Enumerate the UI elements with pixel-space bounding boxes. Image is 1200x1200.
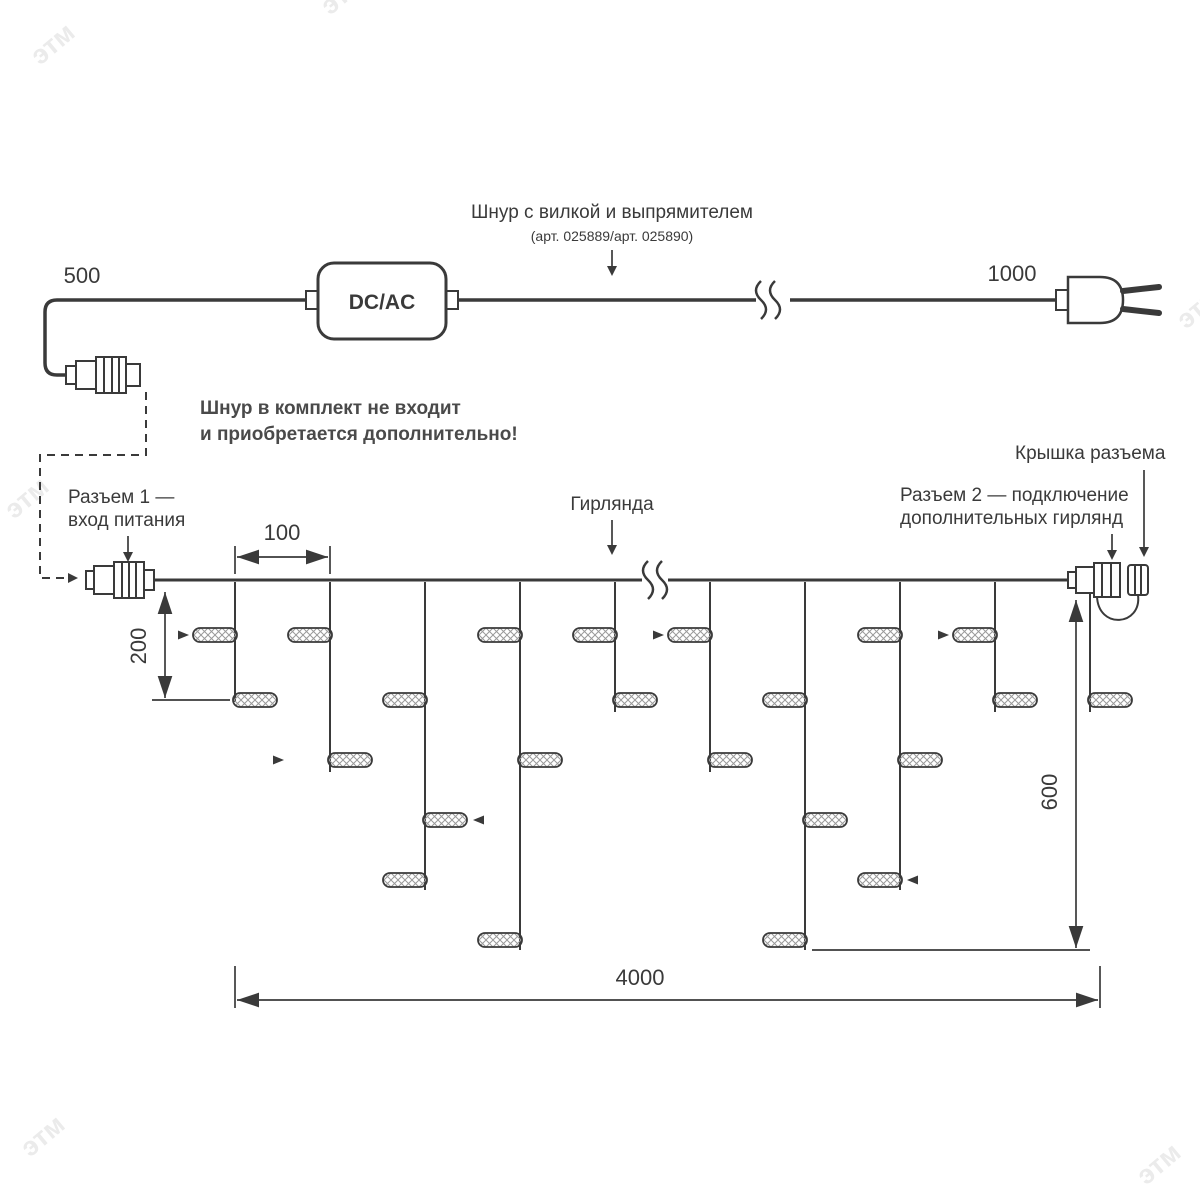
watermark: этм <box>1171 281 1200 335</box>
led-bulb <box>477 932 523 948</box>
note-line1: Шнур в комплект не входит <box>200 398 461 419</box>
watermark: этм <box>315 0 371 21</box>
led-bulb <box>762 932 808 948</box>
dim-100: 100 <box>234 520 331 574</box>
power-cord-assembly: Шнур с вилкой и выпрямителем (арт. 02588… <box>39 202 1162 583</box>
dim-4000: 4000 <box>234 965 1101 1008</box>
dim-500-label: 500 <box>64 263 101 288</box>
callouts: Разъем 1 — вход питания Гирлянда Крышка … <box>68 443 1166 562</box>
not-included-dashed-path <box>39 392 147 579</box>
dim-100-label: 100 <box>264 520 301 545</box>
led-bulb <box>517 752 563 768</box>
connector-1 <box>85 561 155 599</box>
led-bulb <box>897 752 943 768</box>
led-bulbs <box>192 627 1133 948</box>
led-bulb <box>192 627 238 643</box>
dashed-arrowhead-icon <box>68 573 78 583</box>
connector-cap <box>1096 564 1149 621</box>
dcac-label: DC/AC <box>349 291 416 314</box>
led-bulb <box>232 692 278 708</box>
watermark: этм <box>15 1109 71 1163</box>
wire-break <box>641 560 669 600</box>
dim-200-label: 200 <box>126 628 151 665</box>
led-bulb <box>327 752 373 768</box>
cap-leash <box>1096 594 1140 621</box>
led-bulb <box>612 692 658 708</box>
led-bulb <box>382 872 428 888</box>
cable-left <box>43 298 318 377</box>
led-bulb <box>857 872 903 888</box>
socket-connector <box>65 356 141 394</box>
led-bulb <box>952 627 998 643</box>
watermark: этм <box>0 471 54 525</box>
garland <box>85 560 1149 950</box>
dim-200: 200 <box>126 592 230 701</box>
not-included-note: Шнур в комплект не входит и приобретаетс… <box>200 398 518 445</box>
led-bulb <box>857 627 903 643</box>
garland-label: Гирлянда <box>570 494 654 515</box>
connector2-label-line1: Разъем 2 — подключение <box>900 485 1129 506</box>
dcac-converter: DC/AC <box>305 261 459 341</box>
led-bulb <box>802 812 848 828</box>
cord-title: Шнур с вилкой и выпрямителем <box>471 202 753 223</box>
cord-leader-arrow <box>607 250 617 276</box>
led-bulb <box>1087 692 1133 708</box>
led-bulb <box>287 627 333 643</box>
dim-1000-label: 1000 <box>988 261 1037 286</box>
led-bulb <box>762 692 808 708</box>
led-bulb <box>667 627 713 643</box>
connector1-label-line1: Разъем 1 — <box>68 487 174 508</box>
dim-600-label: 600 <box>1037 774 1062 811</box>
dim-4000-label: 4000 <box>616 965 665 990</box>
led-bulb <box>422 812 468 828</box>
cord-subtitle: (арт. 025889/арт. 025890) <box>531 228 693 244</box>
led-bulb <box>992 692 1038 708</box>
power-plug <box>1055 275 1162 325</box>
connector-2 <box>1067 562 1121 598</box>
led-bulb <box>382 692 428 708</box>
note-line2: и приобретается дополнительно! <box>200 424 518 445</box>
connector-cap-label: Крышка разъема <box>1015 443 1166 464</box>
garland-drops <box>234 582 1091 950</box>
connector1-label-line2: вход питания <box>68 510 185 531</box>
bulb-direction-arrows <box>178 630 949 885</box>
watermark: этм <box>25 17 81 71</box>
dim-600: 600 <box>812 600 1090 951</box>
led-bulb <box>572 627 618 643</box>
led-bulb <box>707 752 753 768</box>
watermark: этм <box>1131 1137 1187 1191</box>
led-bulb <box>477 627 523 643</box>
connector2-label-line2: дополнительных гирлянд <box>900 508 1123 529</box>
dimensions: 100 200 600 4000 <box>126 520 1101 1008</box>
cable-break <box>754 280 782 320</box>
